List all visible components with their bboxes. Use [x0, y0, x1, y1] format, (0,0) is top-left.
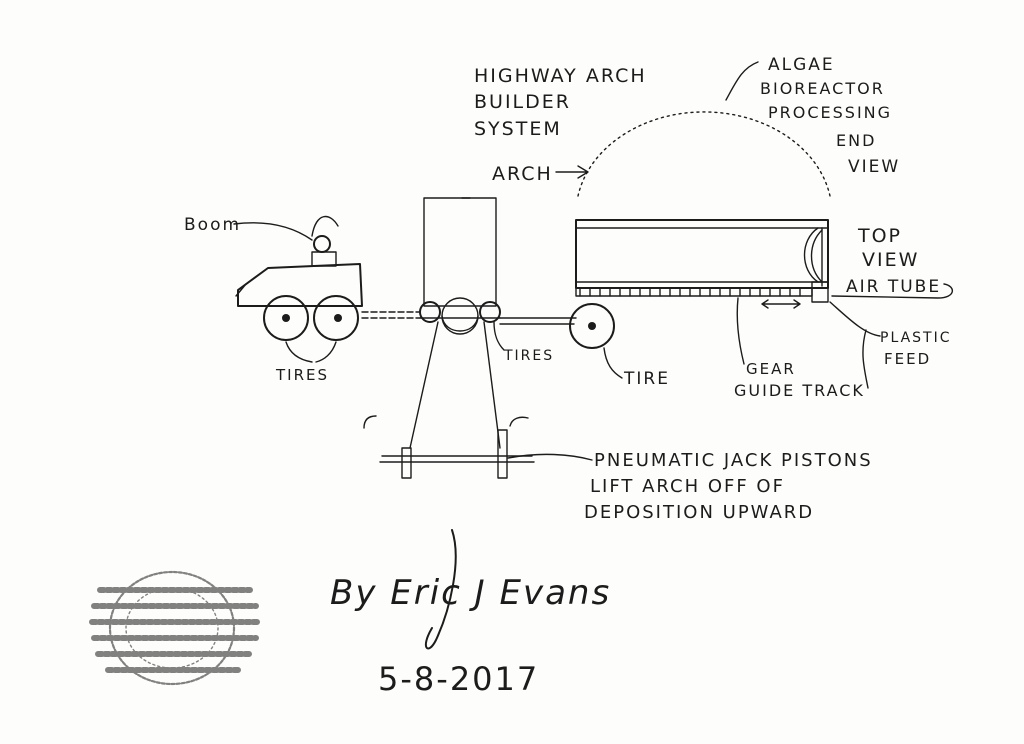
- boom-joint: [313, 235, 331, 253]
- gear-label: GEAR: [746, 360, 796, 378]
- trailer-tire: [569, 303, 615, 349]
- hitch-beam-left: [361, 311, 421, 319]
- algae-line-3: PROCESSING: [768, 103, 892, 122]
- tires-middle-label: TIRES: [503, 348, 554, 364]
- signature-date: 5-8-2017: [378, 660, 539, 698]
- algae-line-5: VIEW: [848, 157, 900, 177]
- signature-text: By Eric J Evans: [330, 573, 611, 613]
- jack-frame-rect: [423, 197, 497, 307]
- air-tube-label: AIR TUBE: [846, 277, 941, 297]
- pneumatic-line-2: LIFT ARCH OFF OF: [590, 476, 785, 497]
- feed-bracket: [862, 329, 869, 389]
- seal-smudge: [89, 587, 261, 673]
- feed-label: FEED: [884, 350, 931, 368]
- jack-frame: [409, 197, 501, 449]
- boom-base: [311, 251, 337, 267]
- tire-right-leader: [603, 347, 623, 379]
- air-tube-curve-2: [810, 229, 823, 283]
- tires-left-leader: [285, 341, 337, 363]
- tire-right-label: TIRE: [623, 369, 670, 389]
- plastic-feed-box: [811, 281, 829, 303]
- algae-line-2: BIOREACTOR: [760, 79, 885, 98]
- vehicle-body: [237, 263, 363, 307]
- projection-line-right: [483, 321, 501, 449]
- middle-hub-curve: [441, 315, 479, 332]
- gear-travel-arrow: [761, 299, 801, 309]
- arch-label: ARCH: [492, 163, 553, 185]
- track-teeth: [579, 287, 801, 297]
- projection-line-left: [409, 321, 439, 449]
- tires-left-label: TIRES: [275, 366, 329, 384]
- guide-track-leader: [736, 297, 745, 365]
- title-line-3: SYSTEM: [474, 118, 562, 140]
- vehicle-hub-2: [334, 314, 342, 322]
- vehicle-hub-1: [282, 314, 290, 322]
- vehicle-front: [235, 283, 247, 297]
- hitch-beam-right: [499, 317, 577, 325]
- air-tube-leader: [831, 283, 953, 299]
- pneumatic-line-1: PNEUMATIC JACK PISTONS: [594, 450, 873, 471]
- bioreactor-trailer: [575, 219, 829, 309]
- seal-outer-ring: [108, 570, 236, 686]
- pneumatic-leader: [507, 453, 593, 461]
- algae-label-block: ALGAE BIOREACTOR PROCESSING END VIEW: [725, 55, 900, 177]
- tires-middle-leader: [493, 321, 505, 351]
- algae-leader-line: [725, 61, 759, 101]
- middle-tire-1: [419, 301, 441, 323]
- piston-left: [401, 447, 412, 479]
- guide-track-label: GUIDE TRACK: [734, 381, 865, 400]
- arch-curve: [577, 111, 831, 197]
- boom-arm: [311, 215, 339, 237]
- title-block: HIGHWAY ARCH BUILDER SYSTEM: [474, 65, 647, 140]
- arch-arrow: [555, 165, 589, 179]
- notary-seal: [89, 570, 261, 686]
- algae-line-1: ALGAE: [768, 55, 835, 75]
- middle-hub-circle: [441, 297, 479, 335]
- vehicle-tire-2: [313, 295, 359, 341]
- signature-flourish: [424, 529, 457, 650]
- view-label: VIEW: [862, 249, 919, 271]
- trailer-hub: [588, 322, 596, 330]
- air-tube-curve-1: [803, 227, 819, 283]
- piston-bracket-right: [509, 416, 529, 427]
- trailer-box: [575, 219, 829, 289]
- top-label: TOP: [857, 225, 902, 247]
- algae-line-4: END: [836, 131, 876, 150]
- piston-detail: [363, 415, 535, 479]
- vehicle-tire-1: [263, 295, 309, 341]
- piston-right: [497, 429, 508, 479]
- middle-tire-2: [479, 301, 501, 323]
- piston-bracket-left: [363, 415, 377, 429]
- gear-guide-track: [575, 287, 813, 297]
- boom-leader: [233, 222, 313, 241]
- plastic-label: PLASTIC: [880, 330, 951, 346]
- plastic-feed-leader: [829, 301, 881, 337]
- boom-vehicle: [235, 215, 363, 341]
- boom-label: Boom: [184, 215, 241, 235]
- title-line-2: BUILDER: [474, 91, 571, 113]
- title-line-1: HIGHWAY ARCH: [474, 65, 647, 87]
- pneumatic-line-3: DEPOSITION UPWARD: [584, 502, 814, 523]
